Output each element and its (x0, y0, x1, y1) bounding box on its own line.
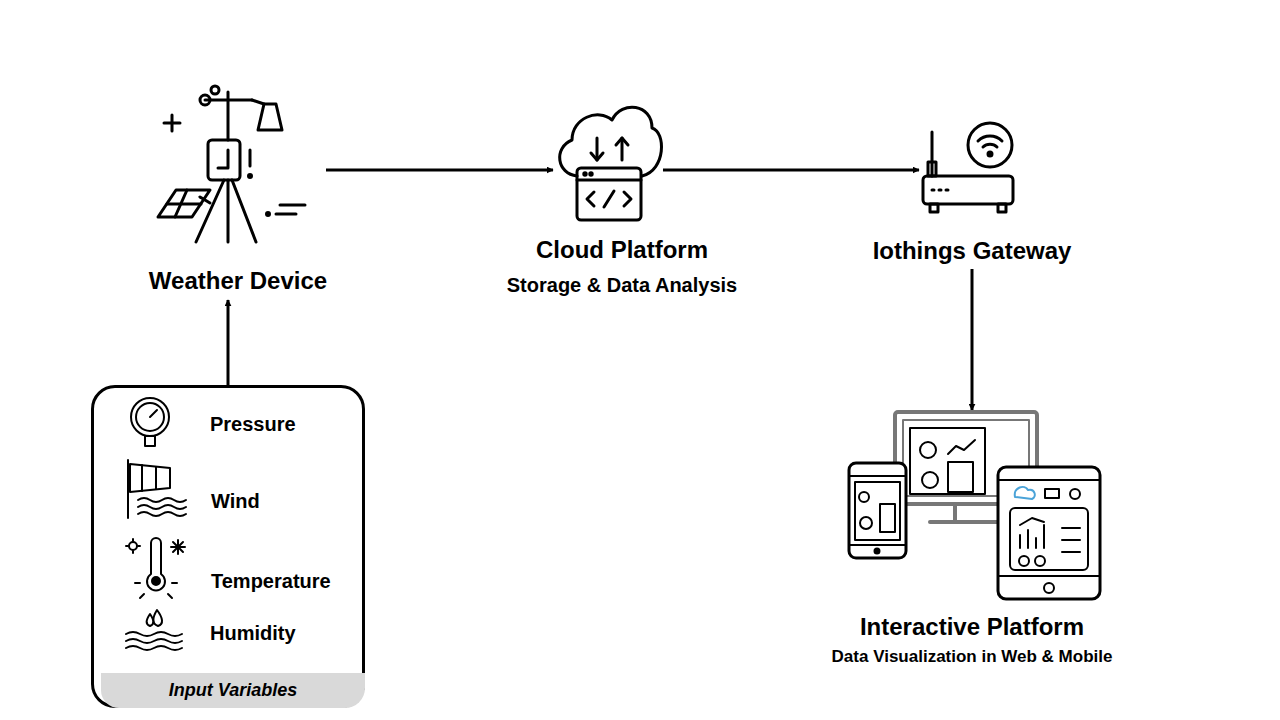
icon-area (553, 102, 663, 222)
thermometer-icon (126, 538, 185, 598)
platform-node: Cloud PlatformStorage & Data Analysis (503, 102, 741, 297)
icon-area (158, 80, 318, 245)
node-title: Iothings Gateway (873, 237, 1072, 265)
icon-area (919, 125, 1015, 213)
node-title: Interactive Platform (860, 613, 1084, 641)
gauge-icon (131, 398, 169, 446)
windsock-icon (128, 460, 186, 518)
flow-arrow (663, 169, 919, 172)
icon-area (847, 410, 1103, 600)
device-node: Weather Device (145, 80, 331, 295)
node-title: Weather Device (149, 267, 327, 295)
router-icon (923, 123, 1013, 212)
variable-label: Temperature (211, 569, 331, 593)
platform-node: Interactive PlatformData Visualization i… (828, 410, 1117, 667)
cloud-icon (560, 107, 662, 220)
node-subtitle: Data Visualization in Web & Mobile (832, 647, 1113, 667)
variable-label: Wind (211, 489, 260, 513)
variable-label: Humidity (210, 621, 296, 645)
humidity-icon (126, 610, 182, 650)
flow-arrow (971, 269, 974, 410)
node-subtitle: Storage & Data Analysis (507, 273, 737, 297)
flow-arrow (227, 300, 230, 385)
panel-caption: Input Variables (101, 673, 365, 708)
weather-station-icon (158, 86, 305, 242)
devices-icon (849, 412, 1100, 599)
variable-label: Pressure (210, 412, 296, 436)
input-panel: PressureWindTemperatureHumidityInput Var… (91, 385, 365, 708)
flow-arrow (326, 169, 553, 172)
gateway-node: Iothings Gateway (869, 125, 1076, 265)
node-title: Cloud Platform (536, 236, 708, 264)
